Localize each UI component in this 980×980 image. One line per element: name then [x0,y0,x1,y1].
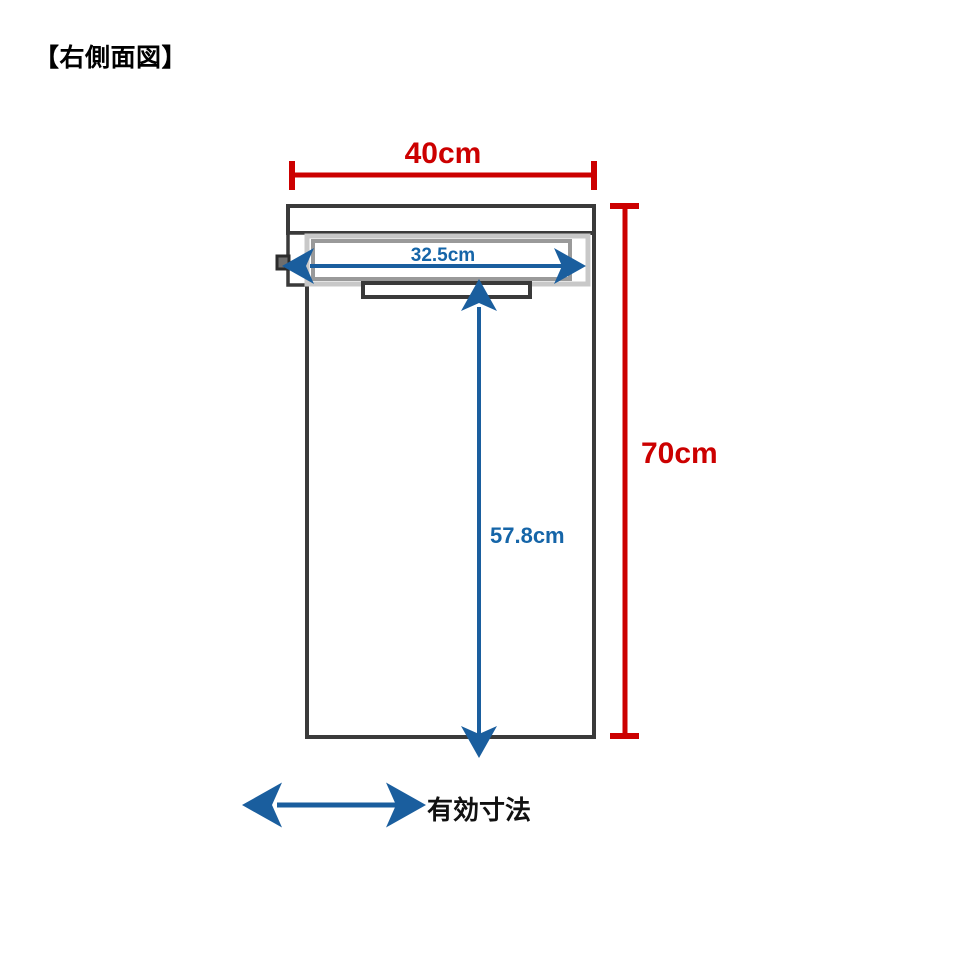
dimension-inner-width: 32.5cm [282,245,586,284]
page-title: 【右側面図】 [34,44,188,72]
left-frame-stile [286,231,309,287]
cabinet-body-group [275,204,596,739]
dim-width-label: 40cm [405,137,482,170]
dimension-width-overall: 40cm [289,137,597,190]
top-panel [286,204,596,235]
body-outline [305,220,596,739]
handle-bar [361,281,532,299]
dim-inner-height-label: 57.8cm [490,523,565,548]
dim-inner-width-label: 32.5cm [411,245,475,266]
dim-height-label: 70cm [641,437,718,470]
legend-label: 有効寸法 [427,795,532,825]
dimension-height-overall: 70cm [610,203,718,739]
latch-knob [275,254,291,271]
dimension-inner-height: 57.8cm [461,279,565,758]
